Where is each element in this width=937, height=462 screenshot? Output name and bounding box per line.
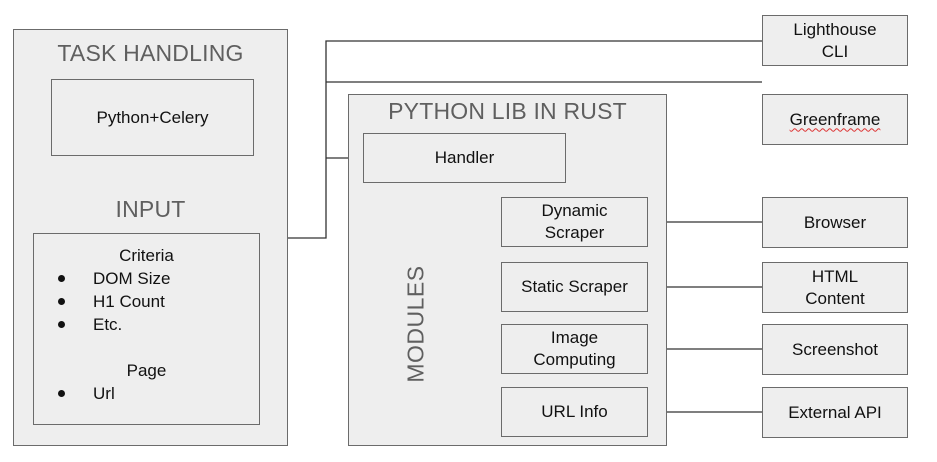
criteria-item: Etc. <box>93 315 123 334</box>
dynamic-scraper-box: Dynamic Scraper <box>501 197 648 247</box>
python-celery-box: Python+Celery <box>51 79 254 156</box>
static-scraper-box: Static Scraper <box>501 262 648 312</box>
criteria-item: DOM Size <box>93 269 171 288</box>
page-bullet <box>58 390 65 397</box>
greenframe-box: Greenframe <box>762 94 908 145</box>
greenframe-label: Greenframe <box>789 109 881 129</box>
task-handling-title: TASK HANDLING <box>57 40 244 66</box>
handler-box: Handler <box>363 133 566 183</box>
input-box <box>33 233 260 425</box>
modules-label: MODULES <box>402 265 429 383</box>
criteria-label: Criteria <box>119 246 174 265</box>
url-info-box: URL Info <box>501 387 648 437</box>
page-label: Page <box>126 361 167 380</box>
criteria-item: H1 Count <box>93 292 165 311</box>
criteria-bullet <box>58 321 65 328</box>
browser-box: Browser <box>762 197 908 248</box>
input-title: INPUT <box>115 196 186 222</box>
connector-input-to-lighthouse <box>288 40 762 239</box>
screenshot-box: Screenshot <box>762 324 908 375</box>
page-item: Url <box>93 384 115 403</box>
lighthouse-cli-box: Lighthouse CLI <box>762 15 908 66</box>
image-computing-box: Image Computing <box>501 324 648 374</box>
criteria-bullet <box>58 298 65 305</box>
html-content-box: HTML Content <box>762 262 908 313</box>
python-lib-title: PYTHON LIB IN RUST <box>388 98 627 124</box>
criteria-bullet <box>58 275 65 282</box>
external-api-box: External API <box>762 387 908 438</box>
